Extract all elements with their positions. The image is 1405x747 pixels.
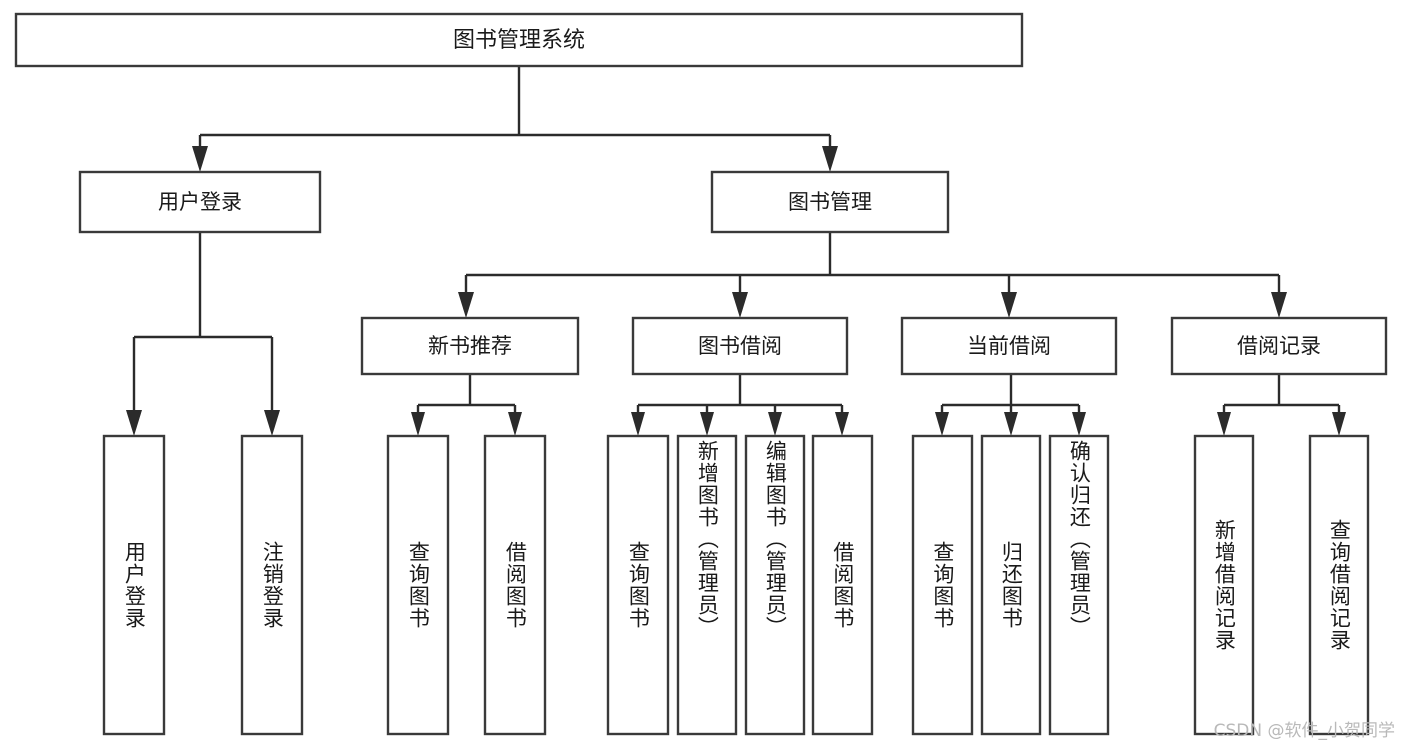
node-leaf-user-logout-rect[interactable] [240, 434, 304, 736]
node-leaf-query-book-2-rect[interactable] [606, 434, 670, 736]
node-current-borrow-label: 当前借阅 [967, 334, 1051, 358]
node-leaf-confirm-return-rect[interactable] [1048, 434, 1110, 736]
node-leaf-query-book-1-rect[interactable] [386, 434, 450, 736]
node-user-login-label: 用户登录 [158, 190, 242, 214]
node-new-book-rec[interactable]: 新书推荐 [360, 316, 580, 376]
node-root-rect[interactable] [14, 12, 1024, 68]
node-leaf-return-book-rect[interactable] [980, 434, 1042, 736]
node-layer: 图书管理系统 用户登录 图书管理 新书推荐 图书借阅 当前 [14, 12, 1388, 736]
node-current-borrow-rect[interactable] [900, 316, 1118, 376]
arrow-current-borrow-icon [1001, 292, 1017, 318]
arrow-leaf-query-book-2-icon [631, 412, 645, 436]
arrow-leaf-borrow-book-2-icon [835, 412, 849, 436]
node-current-borrow[interactable]: 当前借阅 [900, 316, 1118, 376]
node-leaf-query-book-3-rect[interactable] [911, 434, 974, 736]
node-book-borrow-rect[interactable] [631, 316, 849, 376]
arrow-new-book-rec-icon [458, 292, 474, 318]
arrow-borrow-record-icon [1271, 292, 1287, 318]
node-leaf-add-book-rect[interactable] [676, 434, 738, 736]
node-new-book-rec-rect[interactable] [360, 316, 580, 376]
node-book-manage[interactable]: 图书管理 [710, 170, 950, 234]
arrow-leaf-query-record-icon [1332, 412, 1346, 436]
arrow-leaf-query-book-1-icon [411, 412, 425, 436]
node-leaf-edit-book-rect[interactable] [744, 434, 806, 736]
node-new-book-rec-label: 新书推荐 [428, 334, 512, 358]
node-leaf-borrow-book-1-rect[interactable] [483, 434, 547, 736]
arrow-book-borrow-icon [732, 292, 748, 318]
node-borrow-record[interactable]: 借阅记录 [1170, 316, 1388, 376]
arrow-root-to-user-login-icon [192, 146, 208, 172]
node-book-manage-label: 图书管理 [788, 190, 872, 214]
arrow-leaf-return-book-icon [1004, 412, 1018, 436]
node-borrow-record-rect[interactable] [1170, 316, 1388, 376]
arrow-leaf-query-book-3-icon [935, 412, 949, 436]
arrow-leaf-borrow-book-1-icon [508, 412, 522, 436]
node-root[interactable]: 图书管理系统 [14, 12, 1024, 68]
arrow-root-to-book-manage-icon [822, 146, 838, 172]
arrow-leaf-add-book-icon [700, 412, 714, 436]
node-user-login[interactable]: 用户登录 [78, 170, 322, 234]
arrow-leaf-user-logout-icon [264, 410, 280, 436]
arrow-leaf-user-login-icon [126, 410, 142, 436]
node-book-manage-rect[interactable] [710, 170, 950, 234]
node-root-label: 图书管理系统 [453, 28, 585, 53]
node-book-borrow[interactable]: 图书借阅 [631, 316, 849, 376]
node-leaf-query-record-rect[interactable] [1308, 434, 1370, 736]
node-leaf-user-login-rect[interactable] [102, 434, 166, 736]
arrow-leaf-add-record-icon [1217, 412, 1231, 436]
node-leaf-add-record-rect[interactable] [1193, 434, 1255, 736]
arrow-leaf-confirm-return-icon [1072, 412, 1086, 436]
node-user-login-rect[interactable] [78, 170, 322, 234]
arrow-leaf-edit-book-icon [768, 412, 782, 436]
edge-layer [126, 66, 1346, 436]
node-book-borrow-label: 图书借阅 [698, 334, 782, 358]
node-borrow-record-label: 借阅记录 [1237, 334, 1321, 358]
node-leaf-borrow-book-2-rect[interactable] [811, 434, 874, 736]
